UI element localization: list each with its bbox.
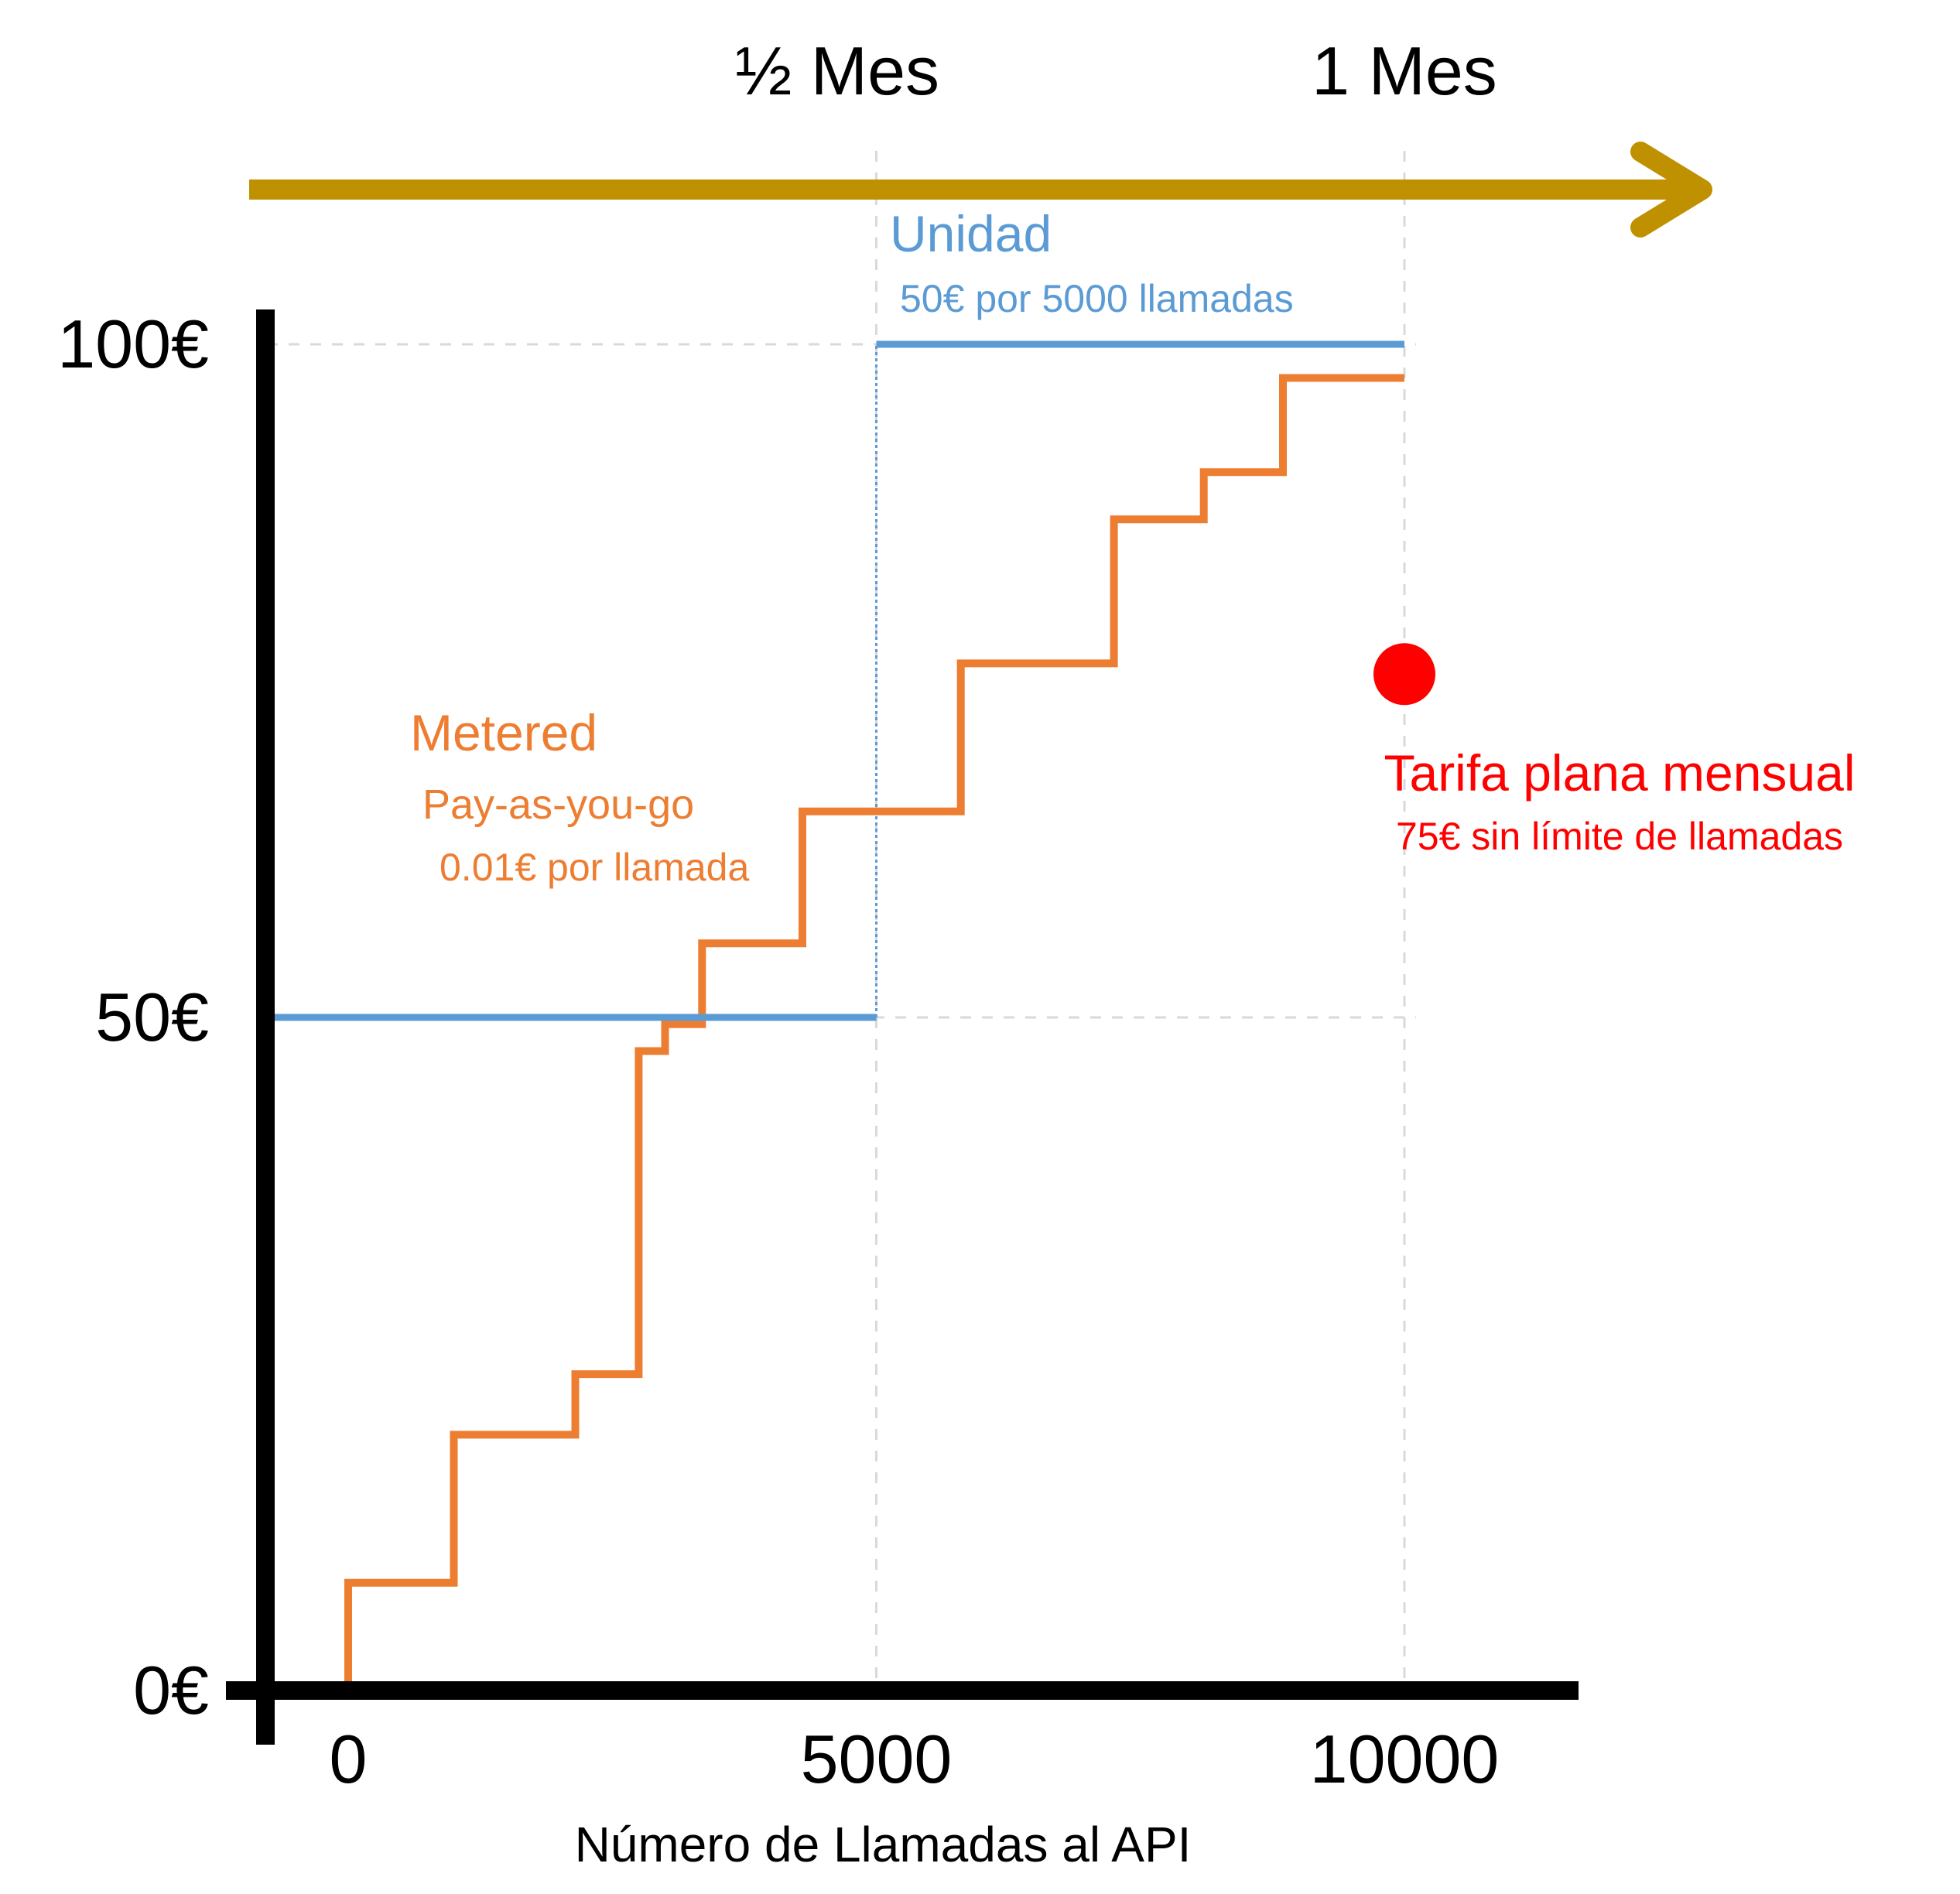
legend-metered-subtitle: Pay-as-you-go <box>422 781 694 828</box>
x-tick-label-0: 0 <box>330 1721 368 1797</box>
axes: 0€ 50€ 100€ 0 5000 10000 <box>57 142 1712 1797</box>
y-tick-label-100: 100€ <box>57 306 209 382</box>
flat-rate-marker <box>1373 643 1435 706</box>
legend-flat-title: Tarifa plana mensual <box>1384 744 1855 802</box>
legend-unidad-title: Unidad <box>890 205 1052 262</box>
x-tick-label-10000: 10000 <box>1310 1721 1500 1797</box>
x-tick-label-5000: 5000 <box>801 1721 953 1797</box>
y-tick-label-0: 0€ <box>133 1652 209 1728</box>
legend-metered-title: Metered <box>410 704 597 761</box>
time-arrow-head <box>1630 142 1712 238</box>
labels: ½ Mes 1 Mes Unidad 50€ por 5000 llamadas… <box>410 32 1856 1872</box>
series-line-metered <box>344 374 1404 1691</box>
y-tick-label-50: 50€ <box>95 979 209 1055</box>
legend-metered-detail: 0.01€ por llamada <box>440 846 749 889</box>
series-layer <box>275 340 1435 1691</box>
grid-lines <box>267 151 1416 1691</box>
time-tick-label-half-month: ½ Mes <box>735 32 939 109</box>
legend-flat-detail: 75€ sin límite de llamadas <box>1396 815 1843 858</box>
x-axis-label: Número de Llamadas al API <box>575 1817 1192 1872</box>
legend-unidad-detail: 50€ por 5000 llamadas <box>900 277 1294 320</box>
time-tick-label-month: 1 Mes <box>1312 32 1497 109</box>
